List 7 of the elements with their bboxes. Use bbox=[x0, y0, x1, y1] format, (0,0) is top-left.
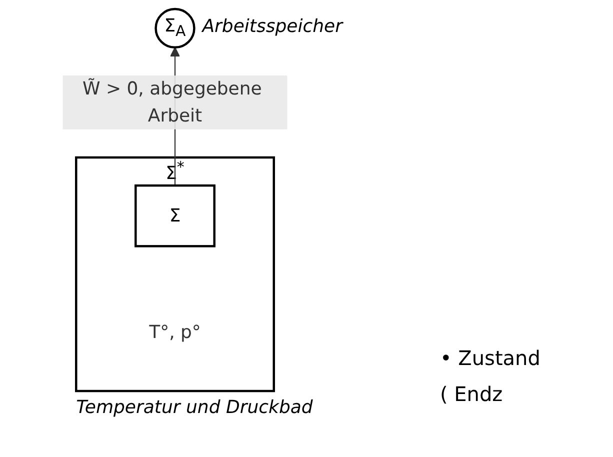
node-box: Σ bbox=[134, 184, 216, 248]
note-text: ( Endz bbox=[440, 381, 504, 408]
caption-text: Arbeitsspeicher bbox=[202, 16, 343, 38]
note-text: • Zustand bbox=[440, 345, 540, 372]
caption-text: Temperatur und Druckbad bbox=[76, 397, 313, 418]
node-circle: Σ$_{A}$ bbox=[154, 8, 196, 49]
edge-label: W̃ > 0, abgegebene Arbeit bbox=[82, 78, 262, 126]
